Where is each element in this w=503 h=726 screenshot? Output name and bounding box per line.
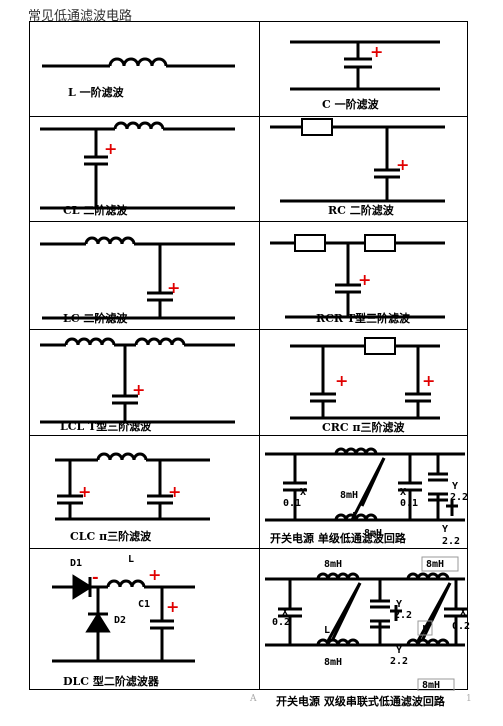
cell-caption: DLC 型二阶滤波器 xyxy=(63,675,159,688)
polarity-minus: - xyxy=(92,567,99,586)
cell-caption: CLC π三阶滤波 xyxy=(70,530,152,543)
cell-caption: L 一阶滤波 xyxy=(68,86,124,99)
x-label: X xyxy=(460,607,467,618)
cell-smps-single-stage: X 0.1 8mH L 8mH X 0.1 Y 2.2 Y 2.2 开关电源 单… xyxy=(260,436,469,548)
cell-clc-filter: + + CLC π三阶滤波 xyxy=(30,436,259,548)
x-label: X xyxy=(400,487,407,498)
polarity-plus: + xyxy=(396,155,410,174)
inductor-label: L xyxy=(128,554,135,565)
c1-label: C1 xyxy=(138,599,151,610)
lcl-filter-schematic xyxy=(40,337,235,424)
cell-caption: C 一阶滤波 xyxy=(322,98,379,111)
cell-dlc-filter: D1 L - + C1 + D2 DLC 型二阶滤波器 xyxy=(30,549,259,691)
row-divider xyxy=(30,221,467,222)
row-divider xyxy=(30,329,467,330)
cell-lc-filter: + LC 二阶滤波 xyxy=(30,222,259,329)
polarity-plus: + xyxy=(370,42,384,61)
inductor-label: L xyxy=(352,511,359,522)
footer-left-mark: A xyxy=(250,694,257,704)
cell-c-filter: + C 一阶滤波 xyxy=(260,22,469,116)
inductor-value: 8mH xyxy=(324,657,343,668)
polarity-plus: + xyxy=(168,482,182,501)
y-label: Y xyxy=(452,481,459,492)
x-value: 0.2 xyxy=(452,621,471,632)
x-label: X xyxy=(300,487,307,498)
y-label: Y xyxy=(396,599,403,610)
row-divider xyxy=(30,435,467,436)
y-value: 2.2 xyxy=(442,536,461,547)
inductor-label: L xyxy=(422,624,429,635)
inductor-value: 8mH xyxy=(426,559,445,570)
x-value: 0.2 xyxy=(272,617,291,628)
y-label: Y xyxy=(396,645,403,656)
polarity-plus: + xyxy=(104,139,118,158)
y-value: 2.2 xyxy=(394,610,413,621)
lc-filter-schematic xyxy=(40,236,235,320)
rcr-filter-schematic xyxy=(270,234,445,319)
cell-caption: 开关电源 双级串联式低通滤波回路 xyxy=(276,695,445,708)
cell-cl-filter: + CL 二阶滤波 xyxy=(30,117,259,221)
dlc-filter-schematic xyxy=(52,574,195,663)
page-title: 常见低通滤波电路 xyxy=(28,9,133,24)
cl-filter-schematic xyxy=(40,121,235,210)
cell-l-filter: L 一阶滤波 xyxy=(30,22,259,116)
cell-rcr-filter: + RCR T型三阶滤波 xyxy=(260,222,469,329)
y-value: 2.2 xyxy=(390,656,409,667)
cell-crc-filter: + + CRC π三阶滤波 xyxy=(260,330,469,435)
row-divider xyxy=(30,548,467,549)
d2-label: D2 xyxy=(114,615,127,626)
polarity-plus: + xyxy=(358,270,372,289)
polarity-plus: + xyxy=(78,482,92,501)
polarity-plus: + xyxy=(148,565,162,584)
inductor-value: 8mH xyxy=(364,528,383,539)
polarity-plus: + xyxy=(422,371,436,390)
d1-label: D1 xyxy=(70,558,83,569)
crc-filter-schematic xyxy=(290,337,440,420)
inductor-value: 8mH xyxy=(324,559,343,570)
c-filter-schematic xyxy=(290,40,440,91)
inductor-label: L xyxy=(324,625,331,636)
x-value: 0.1 xyxy=(400,498,419,509)
inductor-value: 8mH xyxy=(422,680,441,691)
row-divider xyxy=(30,116,467,117)
cell-caption: CRC π三阶滤波 xyxy=(322,421,405,434)
y-value: 2.2 xyxy=(450,492,469,503)
column-divider xyxy=(259,22,260,689)
polarity-plus: + xyxy=(132,380,146,399)
rc-filter-schematic xyxy=(270,118,445,203)
cell-caption: LCL T型三阶滤波 xyxy=(60,420,152,433)
x-label: X xyxy=(282,607,289,618)
smps-single-stage-schematic xyxy=(265,447,465,522)
y-label: Y xyxy=(442,524,449,535)
polarity-plus: + xyxy=(335,371,349,390)
l-filter-schematic xyxy=(42,57,235,68)
polarity-plus: + xyxy=(167,278,181,297)
cell-smps-dual-stage: 8mH 8mH X 0.2 L Y 2.2 Y 2.2 L X 0.2 8mH … xyxy=(260,549,471,708)
cell-caption: RCR T型三阶滤波 xyxy=(316,312,411,325)
footer-page-number: 1 xyxy=(466,694,472,704)
cell-lcl-filter: + LCL T型三阶滤波 xyxy=(30,330,259,435)
cell-caption: 开关电源 单级低通滤波回路 xyxy=(270,532,406,545)
cell-caption: CL 二阶滤波 xyxy=(63,204,128,217)
cell-caption: RC 二阶滤波 xyxy=(328,204,394,217)
x-value: 0.1 xyxy=(283,498,302,509)
cell-rc-filter: + RC 二阶滤波 xyxy=(260,117,469,221)
smps-dual-stage-schematic xyxy=(265,556,468,691)
filter-table: L 一阶滤波 + C 一阶滤波 xyxy=(29,21,471,708)
polarity-plus: + xyxy=(166,597,180,616)
clc-filter-schematic xyxy=(55,452,210,521)
cell-caption: LC 二阶滤波 xyxy=(63,312,128,325)
inductor-value: 8mH xyxy=(340,490,359,501)
